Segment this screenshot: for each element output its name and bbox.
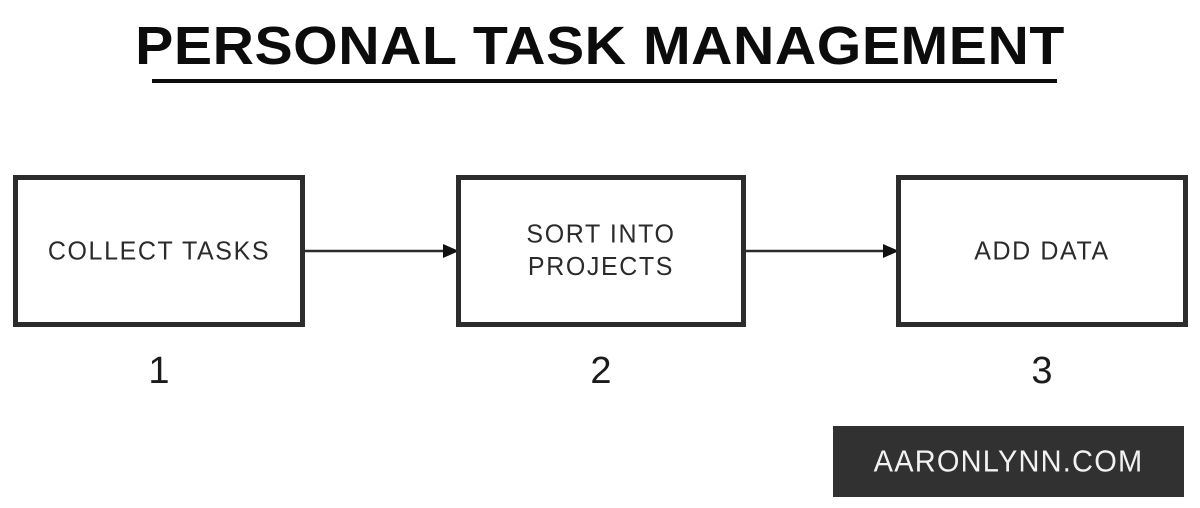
step-number-2: 2 xyxy=(590,350,612,392)
process-box-1-label: COLLECT TASKS xyxy=(47,235,271,266)
page-title: PERSONAL TASK MANAGEMENT xyxy=(135,16,1065,76)
title-block: PERSONAL TASK MANAGEMENT xyxy=(135,18,1064,84)
process-box-3-label: ADD DATA xyxy=(974,235,1110,266)
connector-arrow-2-to-3 xyxy=(744,240,899,262)
process-box-3[interactable]: ADD DATA xyxy=(896,175,1188,327)
connector-arrow-1-to-2 xyxy=(303,240,459,262)
step-number-1: 1 xyxy=(148,350,170,392)
title-underline xyxy=(152,79,1057,83)
process-box-2-label: SORT INTO PROJECTS xyxy=(526,219,676,282)
watermark-banner: AARONLYNN.COM xyxy=(833,426,1184,497)
step-number-3: 3 xyxy=(1031,350,1053,392)
watermark-text: AARONLYNN.COM xyxy=(873,444,1144,479)
process-box-1[interactable]: COLLECT TASKS xyxy=(13,175,305,327)
process-box-2[interactable]: SORT INTO PROJECTS xyxy=(456,175,746,327)
